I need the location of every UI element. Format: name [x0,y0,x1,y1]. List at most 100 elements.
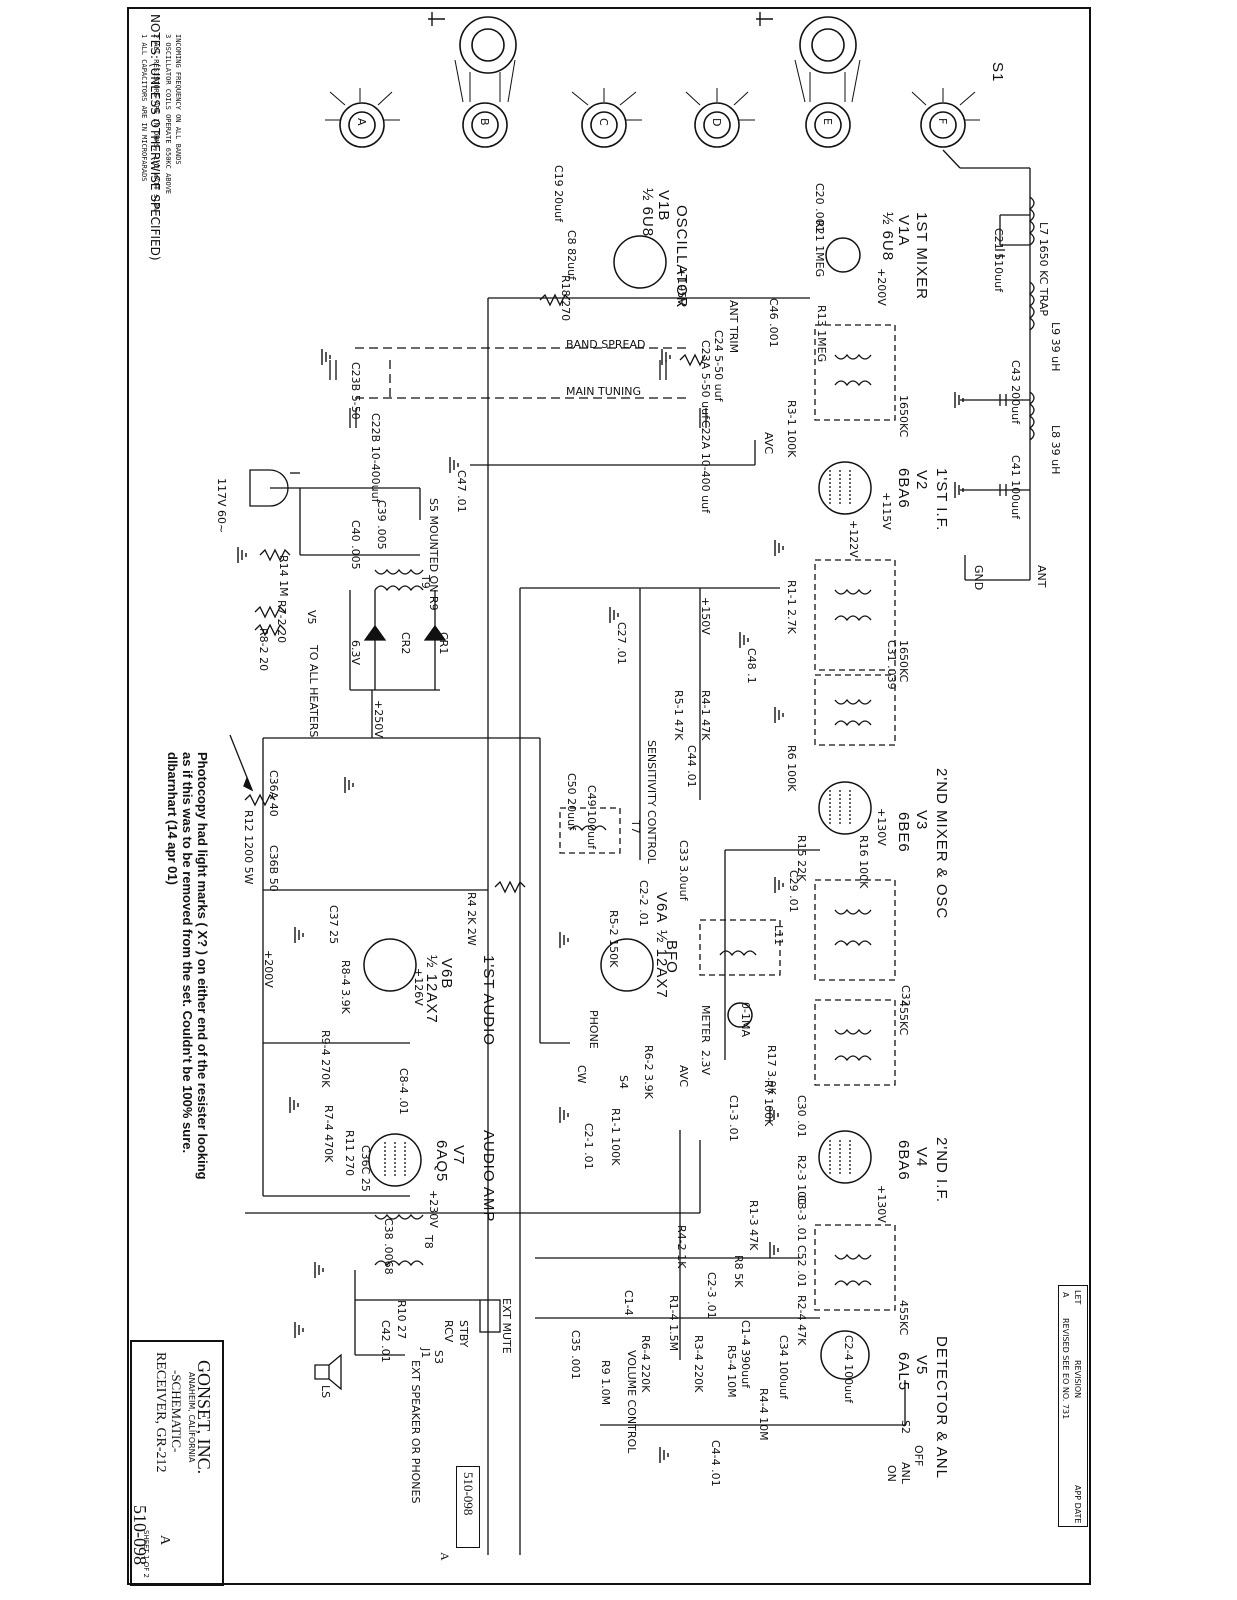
comp-l7: L7 1650 KC TRAP [1037,222,1050,316]
comp-c44b: C4-4 .01 [709,1440,722,1487]
comp-t8: T8 [422,1235,435,1249]
wafer-label-f: F [936,118,949,125]
comp-bfo-supply: 2.3V [699,1050,712,1076]
comp-c22: C2-2 .01 [637,880,650,927]
comp-r13b: R1-3 47K [747,1200,760,1251]
comp-r52: R5-2 150K [607,910,620,968]
comp-c23b: C23B 5-50 [349,362,362,420]
first-if-tube: V2 [913,470,930,491]
comp-c35: C35 .001 [569,1330,582,1380]
comp-r41: R4-1 47K [699,690,712,741]
second-if-type: 6BA6 [895,1140,912,1181]
comp-c46: C46 .001 [767,298,780,348]
comp-l11: L11 [772,925,785,946]
first-audio-title: 1'ST AUDIO [480,955,497,1046]
comp-c39: C39 .005 [375,500,388,550]
comp-rcv: RCV [442,1320,455,1343]
first-mixer-type: ½ 6U8 [879,212,896,262]
comp-cr2: CR2 [399,632,412,655]
comp-avc-top: AVC [762,432,775,455]
audio-amp-title: AUDIO AMP [480,1130,497,1223]
side-number-box [456,1466,480,1548]
wafer-label-b: B [478,118,491,126]
wafer-label-d: D [710,118,723,127]
comp-c14b: C1-4 390uuf [739,1320,752,1388]
comp-anl: ANL [899,1462,912,1484]
second-if-tube: V4 [913,1147,930,1168]
comp-mains: 117V 60~ [215,478,228,534]
bfo-type: ½ 12AX7 [653,930,670,999]
comp-c84: C8-4 .01 [397,1068,410,1115]
comp-c49: C49 100uuf [585,785,598,849]
first-audio-voltage: +126V [412,968,425,1006]
first-audio-type: ½ 12AX7 [423,955,440,1024]
detector-type: 6AL5 [895,1352,912,1392]
comp-c47: C47 .01 [455,470,468,513]
comp-c27: C27 .01 [615,622,628,665]
comp-r9: R9 1.0M [599,1360,612,1406]
tb-side-rev: A [438,1552,452,1561]
comp-c22a: C22A 10-400 uuf [699,420,712,513]
first-mixer-tube: V1A [895,215,912,247]
second-mixer-voltage: +130V [875,808,888,846]
tb-location: ANAHEIM, CALIFORNIA [187,1372,196,1463]
drawing-title: S1 [989,62,1006,83]
comp-c43: C43 200uuf [1009,360,1022,424]
revision-row-let: A [1061,1292,1070,1298]
comp-sensitivity: SENSITIVITY CONTROL [645,740,658,864]
comp-phone: PHONE [587,1010,600,1049]
comp-c20: C20 .001 [813,183,826,233]
revision-row-text: REVISED SEE EO NO. 731 [1061,1318,1070,1420]
wafer-label-e: E [821,118,834,125]
comp-c21: C21 510uuf [992,228,1005,292]
comp-plus150: +150V [699,597,712,635]
note-item-1: 1 ALL CAPACITORS ARE IN MICROFARADS [140,34,148,182]
band-switch-wafers [325,12,980,148]
first-if-title: 1'ST I.F. [933,468,950,532]
comp-r14: R1-4 1.5M [667,1295,680,1352]
comp-r74: R7-4 470K [322,1105,335,1163]
revision-date-header: APP DATE [1073,1485,1082,1524]
comp-s2: S2 [899,1420,912,1434]
comp-l8: L8 39 uH [1049,425,1062,475]
comp-meter-range: 0-1MA [739,1002,752,1037]
comp-c38: C38 .0068 [382,1218,395,1275]
comp-cw: CW [575,1065,588,1084]
comp-t7: T7 [629,820,642,834]
detector-tube: V5 [913,1355,930,1376]
comp-c40: C40 .005 [349,520,362,570]
comp-r31: R3-1 100K [785,400,798,458]
comp-c42: C42 .01 [379,1320,392,1363]
comp-r44: R4-4 10M [757,1388,770,1441]
comp-c13: C1-3 .01 [727,1095,740,1142]
tb-doc-type: -SCHEMATIC- [169,1370,184,1453]
band-spread-label: BAND SPREAD [566,338,646,351]
comp-stby: STBY [457,1320,470,1348]
comp-heater: 6.3V [349,640,362,666]
comp-c31: C31 .039 [885,640,898,690]
comp-if-freq-1b: 1650KC [897,640,910,683]
comp-l9: L9 39 uH [1049,322,1062,372]
comp-c36b: C36B 50 [267,845,280,892]
ant-trim-label: ANT TRIM [727,300,740,354]
comp-c24b: C2-4 100uuf [842,1335,855,1403]
second-if-voltage: +130V [875,1185,888,1223]
comp-c33b: C3-3 .01 [795,1195,808,1242]
comp-c50: C50 20uuf [565,773,578,830]
comp-r16: R16 100K [857,835,870,889]
comp-if-freq-2b: 455KC [897,1300,910,1336]
comp-r62: R6-2 3.9K [642,1045,655,1099]
comp-r34: R3-4 220K [692,1335,705,1393]
comp-avc: AVC [677,1065,690,1088]
comp-c33: C33 3.0uuf [677,840,690,901]
comp-c32: C32 [899,985,912,1007]
note-item-3: 3 OSCILLATOR COILS OPERATE 650KC ABOVE [164,34,172,195]
comp-r7: R7-2 20 [275,600,288,644]
comp-r51: R5-1 47K [672,690,685,741]
comp-s3: S3 [432,1350,445,1364]
comp-r84: R8-4 3.9K [339,960,352,1014]
comp-r24: R2-4 47K [795,1295,808,1346]
comp-c36c: C36C 25 [359,1145,372,1192]
comp-c44: C44 .01 [685,745,698,788]
